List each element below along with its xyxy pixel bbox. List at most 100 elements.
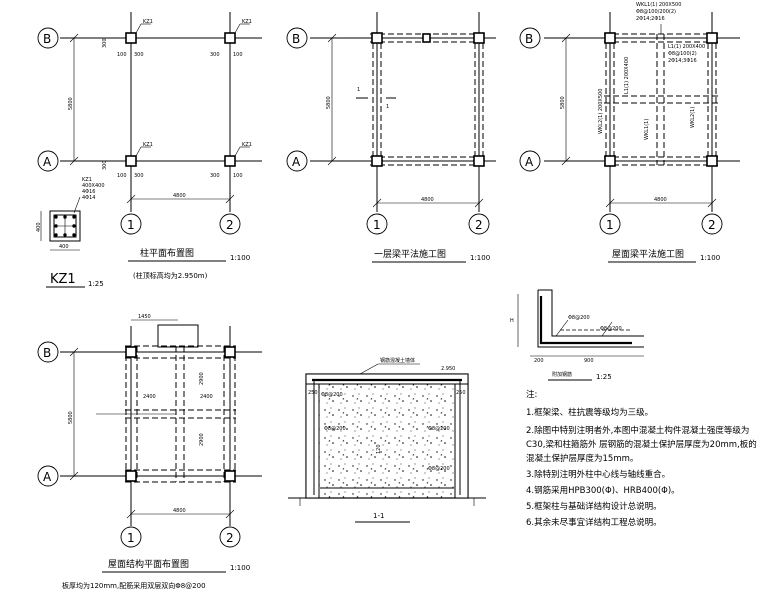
column [473, 155, 485, 167]
dim-250: 250 [456, 390, 466, 396]
note-6: 6.其余未尽事宜详结构工程总说明。 [526, 518, 662, 528]
roof-beam-panel: WKL1(1) 200X500 Φ8@100/200(2) 2Φ14;2Φ16 … [519, 2, 740, 263]
column-tag: KZ1 [143, 142, 153, 148]
dim-4800: 4800 [173, 508, 186, 514]
detail-panel: H Φ8@200 Φ8@200 200 900 附加钢筋 1:25 [510, 289, 644, 381]
floor-beam-panel: 1 1 5800 4800 B A 1 2 一层梁平法施工图 1:100 [286, 12, 496, 263]
section-title: 1-1 [373, 512, 384, 520]
dim-400: 400 [36, 222, 42, 232]
axis-label-1: 1 [606, 218, 614, 232]
wkl2-left-label: WKL2(1) 200X500 [598, 89, 604, 134]
dim-900: 900 [584, 358, 594, 364]
l1-vertical-label: L1(1) 200X400 [624, 57, 630, 94]
axis-label-2: 2 [226, 218, 234, 232]
axis-label-b: B [43, 32, 51, 46]
kz1-scale: 1:25 [88, 280, 104, 288]
column-tag: KZ1 [242, 142, 252, 148]
roof-slab-panel: 1450 2400 2400 2900 2900 5800 4800 B A 1… [37, 314, 262, 590]
column-plan-title: 柱平面布置图 [140, 247, 194, 259]
note-2b: C30,梁和柱箍筋外 层钢筋的混凝土保护层厚度为20mm,板的 [526, 440, 757, 450]
detail-bar: Φ8@200 [600, 326, 622, 332]
axis-label-2: 2 [708, 218, 716, 232]
wkl1-mid-label: WKL1(1) [644, 119, 650, 140]
column-plan-scale: 1:100 [230, 254, 250, 262]
dim-100: 100 [233, 173, 243, 179]
dim-5800: 5800 [68, 411, 74, 424]
floor-beam-title: 一层梁平法施工图 [374, 248, 446, 260]
axis-label-a: A [292, 155, 301, 169]
section-bar: Φ8@200 [428, 426, 450, 432]
roof-slab-title: 屋面结构平面布置图 [108, 558, 189, 570]
dim-2900: 2900 [199, 372, 205, 385]
dim-200: 200 [534, 358, 544, 364]
dim-300: 300 [102, 38, 108, 48]
note-2c: 混凝土保护层厚度为15mm。 [526, 454, 639, 464]
dim-120: 120 [376, 444, 382, 454]
axis-bubble-1 [120, 213, 142, 235]
dim-1450: 1450 [138, 314, 151, 320]
wkl1-label: WKL1(1) 200X500 [636, 2, 681, 8]
detail-title: 附加钢筋 [552, 371, 572, 378]
column-kz1 [224, 32, 236, 44]
column-kz1 [125, 32, 137, 44]
dim-4800: 4800 [654, 197, 667, 203]
column-tag: KZ1 [242, 19, 252, 25]
dim-100: 100 [233, 52, 243, 58]
wkl2-right-label: WKL2(1) [690, 107, 696, 128]
note-4: 4.钢筋采用HPB300(Φ)、HRB400(Φ)。 [526, 486, 680, 496]
roof-beam-scale: 1:100 [700, 254, 720, 262]
axis-label-b: B [292, 32, 300, 46]
dim-300: 300 [102, 160, 108, 170]
beam-support [422, 33, 431, 43]
column [371, 32, 383, 44]
dim-4800: 4800 [421, 197, 434, 203]
axis-label-1: 1 [373, 218, 381, 232]
axis-bubble-2 [219, 213, 241, 235]
dim-5800: 5800 [68, 97, 74, 110]
column [371, 155, 383, 167]
rebar-dots [54, 215, 76, 237]
floor-beam-scale: 1:100 [470, 254, 490, 262]
section-cut-mark: 1 [386, 104, 389, 110]
axis-label-a: A [525, 155, 534, 169]
kz1-spec-2: 400X400 [82, 183, 105, 189]
dim-300: 300 [210, 52, 220, 58]
axis-label-2: 2 [475, 218, 483, 232]
detail-bar: Φ8@200 [568, 315, 590, 321]
dim-300: 300 [134, 52, 144, 58]
kz1-detail-panel: KZ1 400X400 4Φ16 4Φ14 400 400 KZ1 1:25 [36, 177, 105, 288]
section-wall-label: 钢筋混凝土墙体 [380, 357, 415, 364]
axis-label-1: 1 [127, 218, 135, 232]
dim-5800: 5800 [560, 96, 566, 109]
l1-rebar: 2Φ14;3Φ16 [668, 58, 697, 64]
note-5: 5.框架柱与基础详结构设计总说明。 [526, 502, 662, 512]
axis-bubble-a [37, 150, 59, 172]
notes-heading: 注: [526, 390, 538, 400]
dim-250: 250 [308, 390, 318, 396]
axis-bubble-b [37, 27, 59, 49]
detail-h-mark: H [510, 318, 514, 324]
note-3: 3.除特别注明外柱中心线与轴线重合。 [526, 470, 671, 480]
axis-label-a: A [43, 470, 52, 484]
roof-slab-subtitle: 板厚均为120mm,配筋采用双层双向Φ8@200 [62, 581, 206, 590]
roof-beam-title: 屋面梁平法施工图 [612, 248, 684, 260]
wkl1-rebar: 2Φ14;2Φ16 [636, 16, 665, 22]
section-bar: Φ8@200 [324, 426, 346, 432]
detail-scale: 1:25 [596, 373, 612, 381]
l1-stirrup: Φ8@100(2) [668, 51, 697, 57]
kz1-spec-1: KZ1 [82, 177, 92, 183]
l1-label: L1(1) 200X400 [668, 44, 705, 50]
column-kz1 [224, 155, 236, 167]
axis-label-b: B [43, 346, 51, 360]
axis-label-1: 1 [127, 531, 135, 545]
dim-4800: 4800 [173, 193, 186, 199]
column [473, 32, 485, 44]
section-bar: Φ8@200 [321, 392, 343, 398]
section-elevation: 2.950 [441, 366, 455, 372]
dim-5800: 5800 [326, 96, 332, 109]
dim-300: 300 [134, 173, 144, 179]
dim-2900: 2900 [199, 433, 205, 446]
axis-label-b: B [525, 32, 533, 46]
column-tag: KZ1 [143, 19, 153, 25]
